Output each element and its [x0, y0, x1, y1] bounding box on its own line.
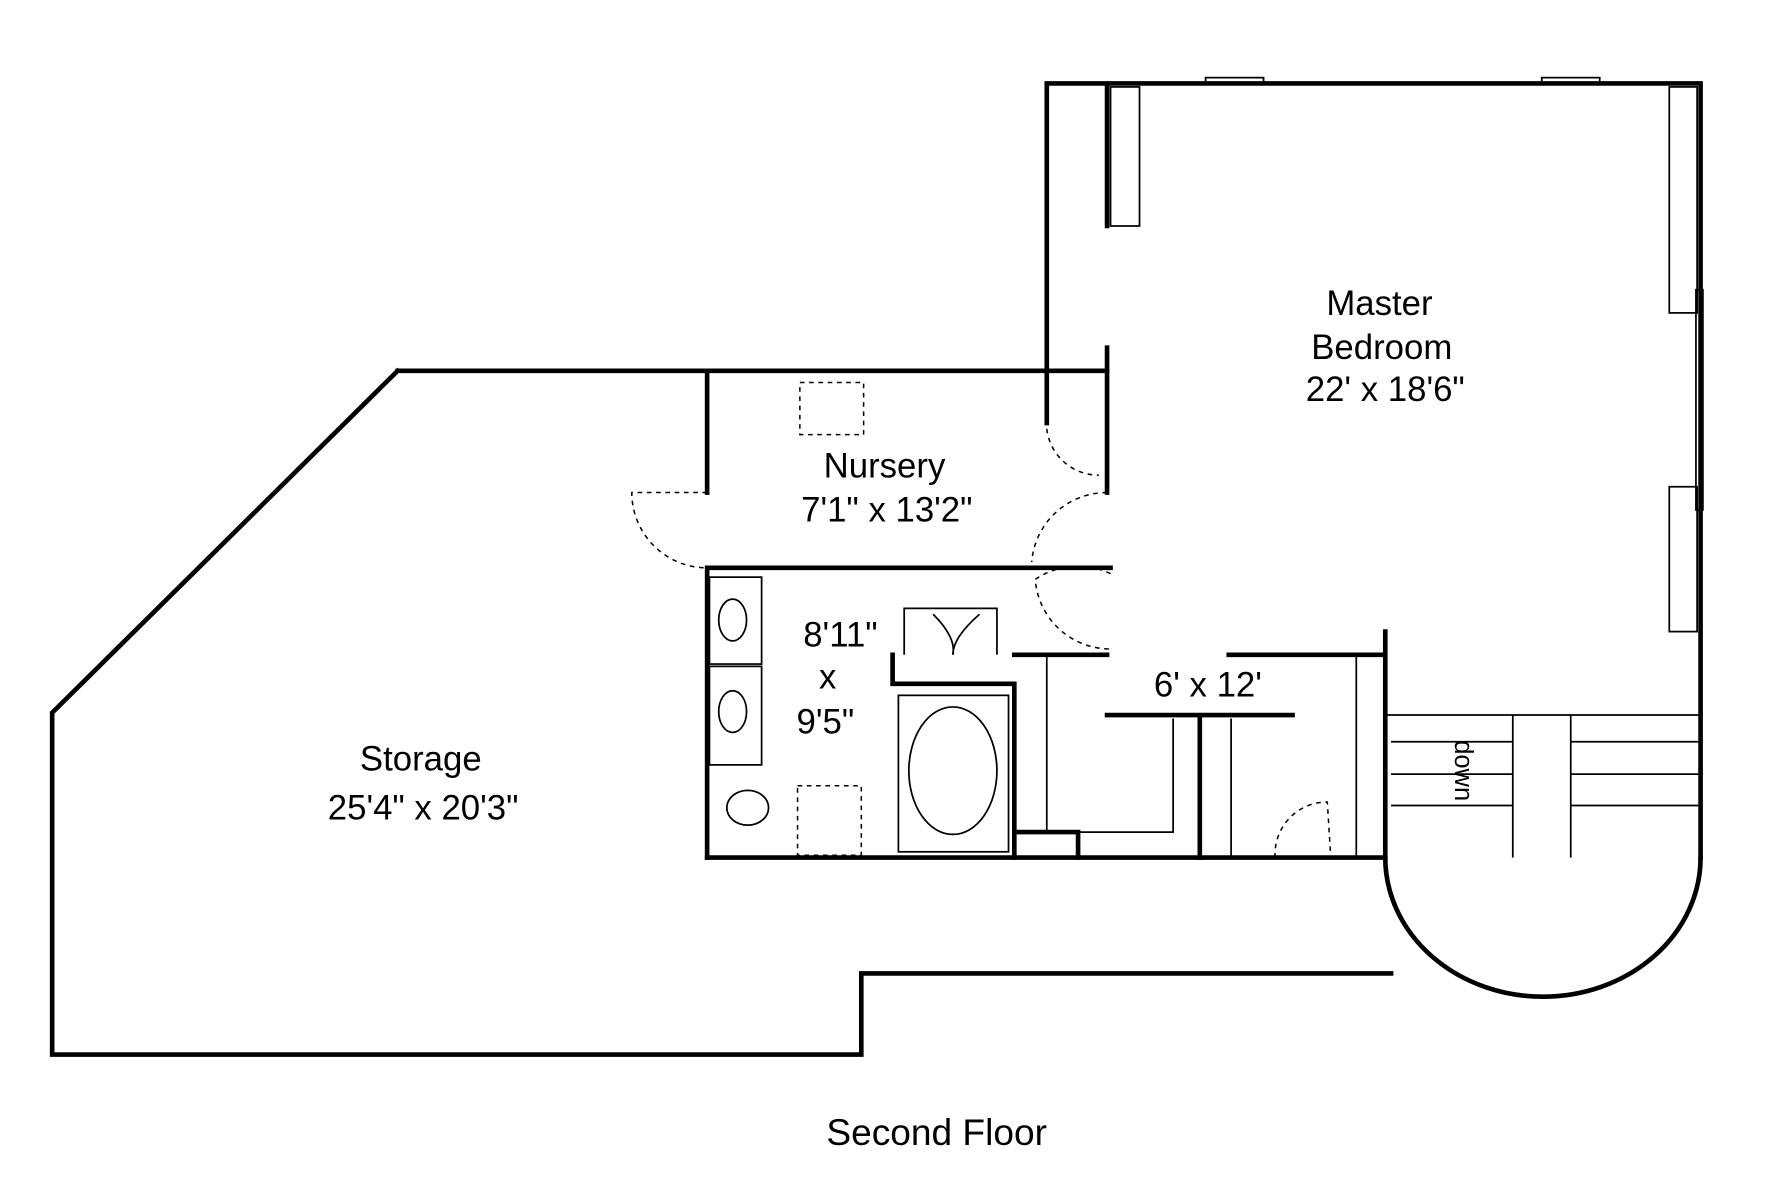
bathtub-basin [907, 706, 998, 836]
fixture [799, 381, 865, 436]
sink [708, 665, 763, 766]
closet [1668, 86, 1698, 314]
closet [1668, 485, 1698, 633]
nursery-name: Nursery [824, 447, 946, 485]
closet-shelves [1045, 654, 1358, 858]
sink-basin [717, 689, 748, 734]
bathtub [897, 694, 1010, 853]
staircase [1385, 714, 1701, 858]
bath-size-1: 8'11" [803, 617, 877, 655]
storage-name: Storage [360, 741, 482, 779]
sink-basin [717, 598, 748, 642]
master-bay [1382, 855, 1703, 999]
master-name: Master [1326, 285, 1432, 323]
closet [1109, 86, 1141, 227]
toilet [725, 789, 770, 827]
storage-walls [49, 367, 1394, 1057]
bath-size-3: 9'5" [797, 704, 855, 742]
window [1540, 76, 1601, 86]
stairs-label: down [1449, 740, 1477, 801]
linen-closet [903, 607, 998, 655]
closet-size: 6' x 12' [1154, 667, 1262, 705]
bath-walls [890, 652, 1203, 860]
plan-title: Second Floor [826, 1111, 1047, 1153]
master-name-2: Bedroom [1311, 329, 1452, 367]
door-swing [1030, 491, 1108, 563]
sink [708, 576, 763, 665]
nursery-size: 7'1" x 13'2" [801, 492, 972, 530]
door-swing [1046, 428, 1099, 476]
bath-size-2: x [819, 658, 837, 696]
door-swing [631, 491, 708, 569]
master-walls [1044, 81, 1703, 860]
shower-area [796, 784, 863, 857]
door-swing [1034, 565, 1111, 650]
master-size: 22' x 18'6" [1306, 371, 1465, 409]
window [1695, 288, 1704, 511]
window [1204, 76, 1265, 86]
storage-size: 25'4" x 20'3" [328, 789, 519, 827]
nursery-walls [704, 368, 1113, 860]
door-swing [1274, 801, 1332, 858]
